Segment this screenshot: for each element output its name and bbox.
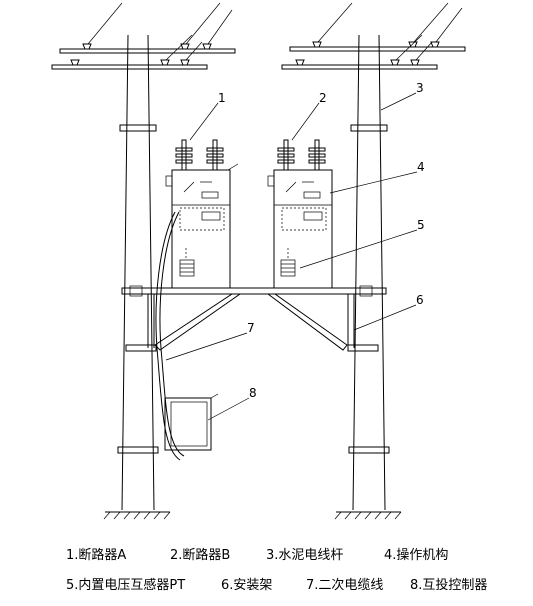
callout-7: 7 <box>247 321 255 335</box>
left-crossarms <box>51 2 236 70</box>
mounting-frame <box>121 285 387 352</box>
controller-box <box>164 393 219 451</box>
breaker-a <box>165 139 239 289</box>
secondary-cable <box>155 211 185 461</box>
legend-item-2: 2.断路器B <box>170 548 231 563</box>
legend-item-4: 4.操作机构 <box>384 548 449 563</box>
callout-5: 5 <box>417 218 425 232</box>
legend-item-3: 3.水泥电线杆 <box>266 548 344 563</box>
callout-8: 8 <box>249 386 257 400</box>
callout-leaders <box>165 92 418 421</box>
legend-item-8: 8.互投控制器 <box>410 578 488 593</box>
callout-2: 2 <box>319 91 327 105</box>
callout-3: 3 <box>416 81 424 95</box>
breaker-b <box>267 139 333 289</box>
legend-item-5: 5.内置电压互感器PT <box>66 578 186 593</box>
legend-item-7: 7.二次电缆线 <box>306 578 384 593</box>
callout-4: 4 <box>417 160 425 174</box>
legend-item-1: 1.断路器A <box>66 548 127 563</box>
left-pole <box>103 34 171 520</box>
callout-6: 6 <box>416 293 424 307</box>
right-pole <box>334 34 402 520</box>
legend-item-6: 6.安装架 <box>221 578 273 593</box>
callout-1: 1 <box>218 91 226 105</box>
right-crossarms <box>281 2 466 70</box>
